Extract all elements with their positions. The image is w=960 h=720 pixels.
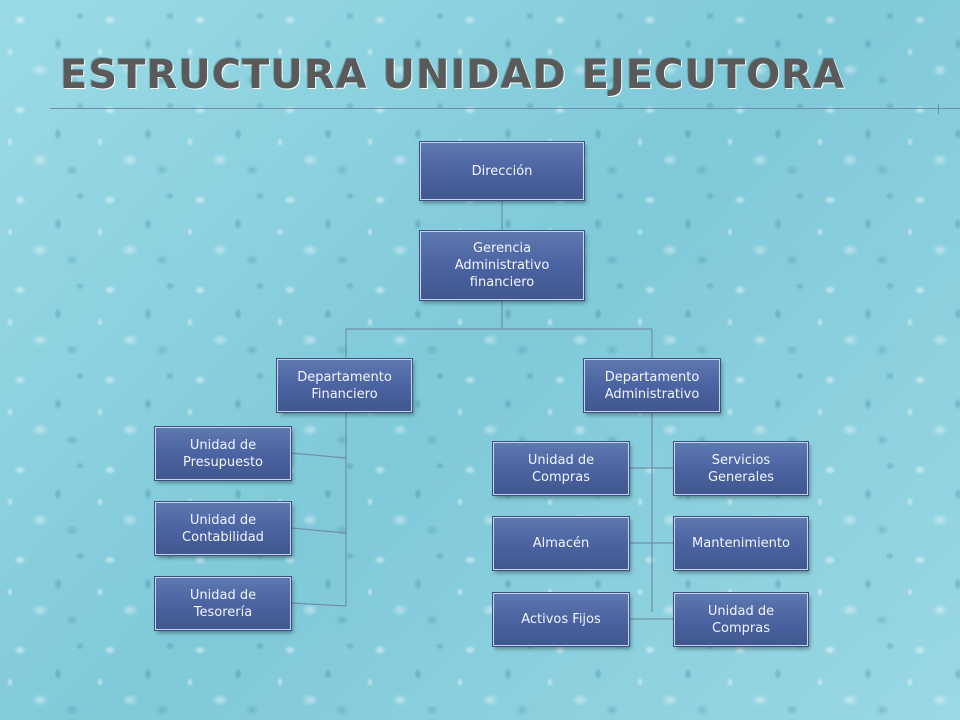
org-box-label: Unidad de Contabilidad xyxy=(182,512,264,545)
org-box-label: Mantenimiento xyxy=(692,536,790,551)
org-box-activos-fijos: Activos Fijos xyxy=(492,592,630,647)
connector-contabilidad xyxy=(290,527,347,534)
org-box-label: Servicios Generales xyxy=(707,452,774,485)
title-underline-end xyxy=(938,104,949,114)
org-box-servicios-generales: Servicios Generales xyxy=(673,441,809,496)
org-box-label: Unidad de Presupuesto xyxy=(183,437,263,470)
org-box-label: Unidad de Compras xyxy=(707,603,775,636)
org-box-label: Gerencia Administrativo financiero xyxy=(454,241,550,290)
title-underline xyxy=(50,108,960,109)
org-box-unidad-presupuesto: Unidad de Presupuesto xyxy=(154,426,292,481)
org-box-label: Activos Fijos xyxy=(521,612,601,627)
org-box-unidad-compras-2: Unidad de Compras xyxy=(673,592,809,647)
org-box-mantenimiento: Mantenimiento xyxy=(673,516,809,571)
org-box-departamento-financiero: Departamento Financiero xyxy=(276,358,413,413)
org-box-label: Departamento Financiero xyxy=(297,369,392,402)
org-box-unidad-contabilidad: Unidad de Contabilidad xyxy=(154,501,292,556)
org-box-unidad-compras-1: Unidad de Compras xyxy=(492,441,630,496)
slide-title: Estructura Unidad Ejecutora xyxy=(60,52,846,98)
org-box-label: Departamento Administrativo xyxy=(604,369,700,402)
connector-tesoreria xyxy=(290,602,347,607)
org-box-label: Almacén xyxy=(532,536,590,551)
connector-presupuesto xyxy=(290,452,347,459)
org-box-unidad-tesoreria: Unidad de Tesorería xyxy=(154,576,292,631)
org-box-gerencia-administrativo-financiero: Gerencia Administrativo financiero xyxy=(419,230,585,301)
org-box-label: Unidad de Compras xyxy=(527,452,595,485)
org-box-almacen: Almacén xyxy=(492,516,630,571)
org-box-label: Dirección xyxy=(471,163,533,179)
org-box-label: Unidad de Tesorería xyxy=(189,587,257,620)
org-box-direccion: Dirección xyxy=(419,141,585,201)
org-box-departamento-administrativo: Departamento Administrativo xyxy=(583,358,721,413)
